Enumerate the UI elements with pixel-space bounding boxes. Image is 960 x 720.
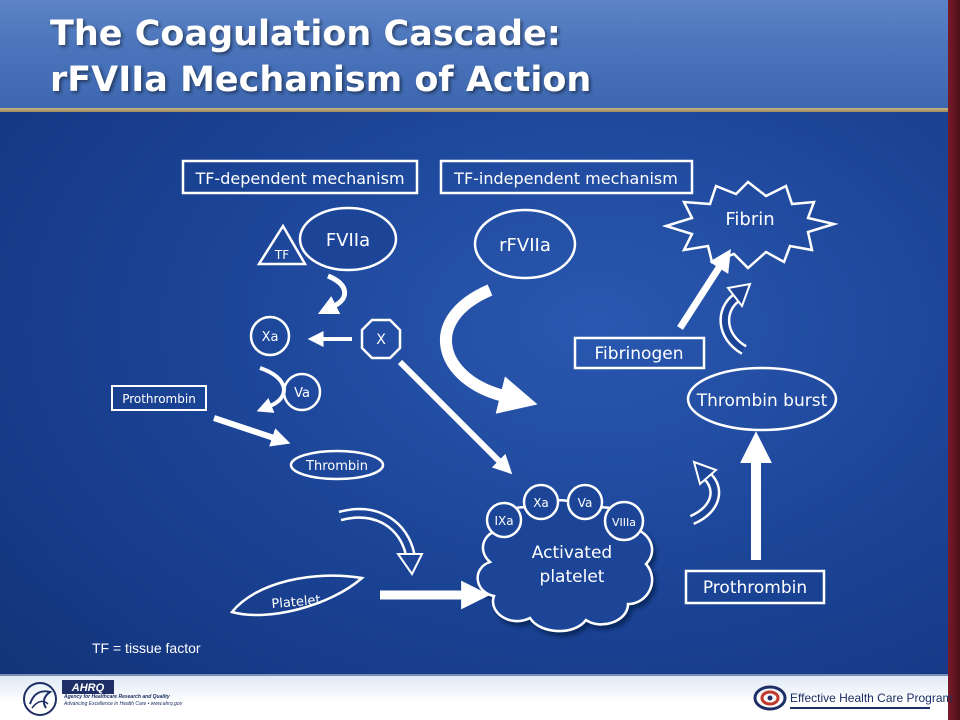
prothrombin-left-label: Prothrombin	[122, 392, 196, 406]
platelet-viiia-node: VIIIa	[603, 500, 645, 542]
arrow-fibrinogen-to-fibrin	[677, 249, 731, 330]
xa-left-label: Xa	[262, 330, 279, 345]
slide-title-line2: rFVIIa Mechanism of Action	[50, 60, 592, 100]
thrombin-node: Thrombin	[289, 449, 385, 481]
tf-triangle-node: TF	[256, 223, 308, 266]
fibrin-starburst-node: Fibrin	[661, 180, 839, 270]
ahrq-tagline: Advancing Excellence in Health Care • ww…	[64, 701, 183, 707]
platelet-node: Platelet	[229, 574, 365, 617]
rfviia-label: rFVIIa	[499, 235, 551, 256]
platelet-ixa-label: IXa	[494, 514, 513, 528]
thrombin-label: Thrombin	[305, 459, 368, 474]
tf-dependent-header: TF-dependent mechanism	[181, 159, 419, 195]
platelet-xa-node: Xa	[522, 483, 560, 521]
thrombin-burst-label: Thrombin burst	[696, 391, 828, 411]
arrow-prothrombin-to-thrombin	[213, 415, 291, 447]
activated-platelet-line2: platelet	[540, 567, 605, 587]
footer-bar	[0, 676, 948, 720]
fibrinogen-node: Fibrinogen	[573, 336, 706, 370]
tf-label: TF	[274, 248, 289, 262]
prothrombin-right-node: Prothrombin	[684, 569, 826, 605]
x-octagon-node: X	[360, 318, 402, 360]
x-label: X	[376, 332, 386, 348]
platelet-viiia-label: VIIIa	[612, 516, 636, 529]
outline-arrow-fibrinogen-fibrin	[719, 282, 752, 355]
ahrq-agency-name: Agency for Healthcare Research and Quali…	[64, 694, 170, 700]
platelet-xa-label: Xa	[533, 496, 549, 510]
fviia-label: FVIIa	[326, 230, 370, 251]
tf-dependent-label: TF-dependent mechanism	[194, 169, 404, 188]
outline-arrow-platelet-activation	[338, 507, 424, 576]
curved-arrow-fviia-activation	[317, 273, 347, 315]
arrow-x-to-activated-platelet	[397, 359, 513, 475]
platelet-label: Platelet	[271, 593, 321, 612]
title-bar	[0, 0, 948, 108]
ahrq-logo: AHRQ	[62, 680, 114, 694]
prothrombin-left-node: Prothrombin	[111, 385, 207, 411]
right-edge-strip	[948, 0, 960, 720]
ehc-program-name: Effective Health Care Program	[790, 691, 953, 705]
fibrin-label: Fibrin	[725, 209, 774, 230]
tf-independent-header: TF-independent mechanism	[439, 159, 694, 195]
thrombin-burst-node: Thrombin burst	[686, 366, 838, 432]
platelet-va-node: Va	[566, 483, 604, 521]
prothrombin-right-label: Prothrombin	[703, 578, 807, 598]
curved-arrow-xa-va-complex	[256, 366, 286, 413]
slide-title-line1: The Coagulation Cascade:	[50, 14, 561, 54]
fibrinogen-label: Fibrinogen	[595, 344, 684, 364]
hhs-eagle-icon	[23, 682, 57, 716]
fviia-node: FVIIa	[298, 206, 398, 272]
outline-arrow-prothrombin-burst	[689, 460, 721, 526]
rfviia-node: rFVIIa	[473, 208, 577, 280]
footnote: TF = tissue factor	[92, 640, 201, 656]
platelet-va-label: Va	[578, 496, 593, 510]
activated-platelet-line1: Activated	[532, 543, 612, 563]
footer-rule	[0, 674, 948, 677]
curved-arrow-rfviia-to-platelet	[440, 284, 538, 414]
title-rule	[0, 108, 948, 112]
va-node: Va	[282, 372, 322, 412]
ahrq-logo-text: AHRQ	[71, 682, 105, 694]
ehc-underline	[790, 707, 930, 709]
tf-independent-label: TF-independent mechanism	[453, 169, 678, 188]
va-left-label: Va	[294, 386, 310, 401]
ehc-swirl-icon	[753, 685, 787, 711]
xa-node: Xa	[249, 315, 291, 357]
platelet-ixa-node: IXa	[485, 501, 523, 539]
